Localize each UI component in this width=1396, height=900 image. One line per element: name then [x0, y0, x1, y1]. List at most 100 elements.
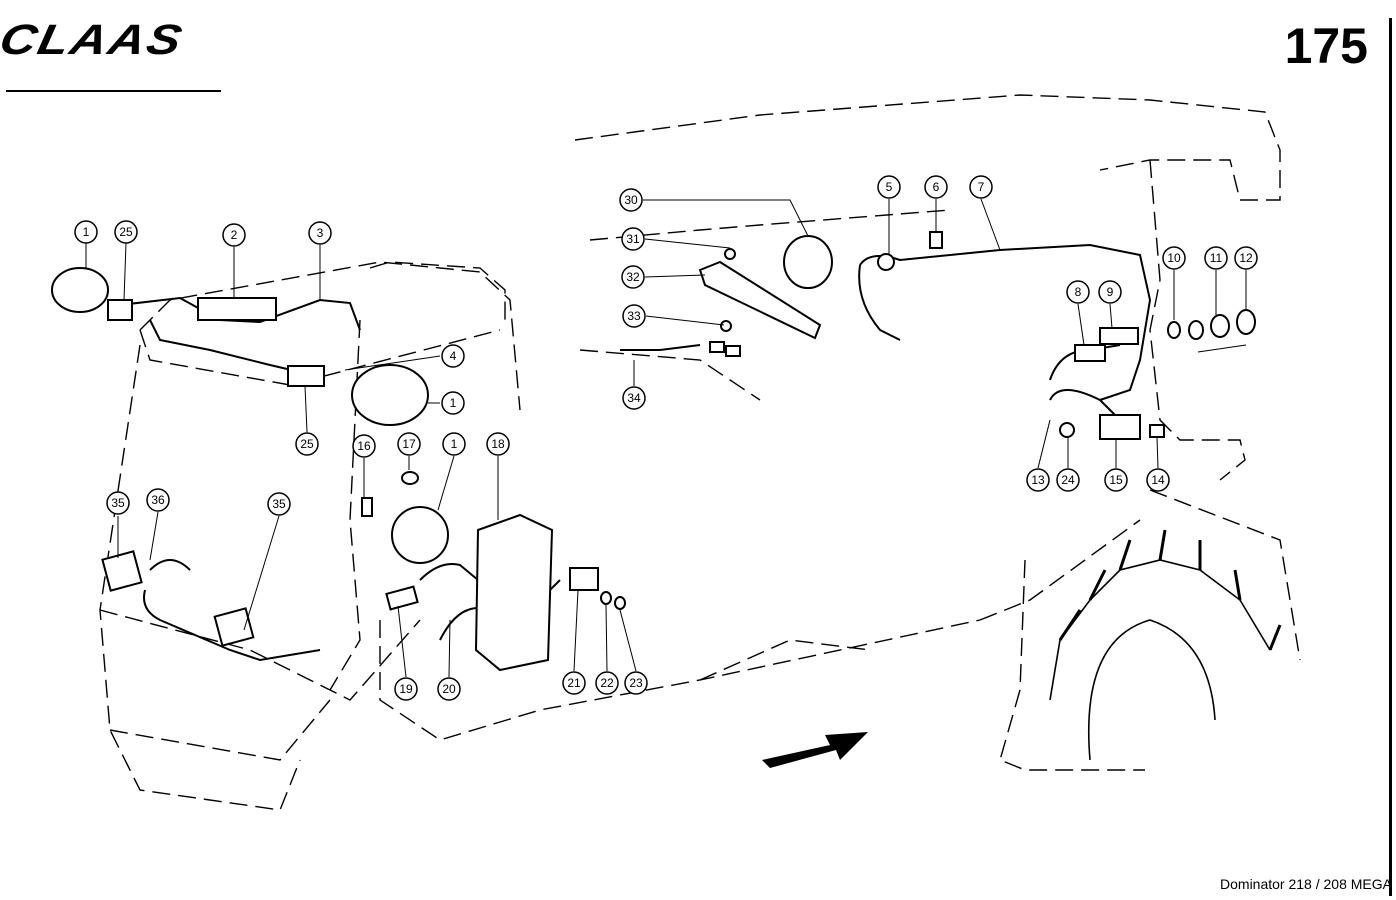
cable-clip-icon — [929, 231, 943, 249]
connector-housing-icon — [1099, 414, 1141, 440]
callout-balloon: 18 — [486, 432, 510, 456]
model-caption: Dominator 218 / 208 MEGA — [1220, 876, 1392, 892]
connector-socket-icon — [725, 345, 741, 357]
switch-icon — [569, 567, 599, 591]
washer-small-icon — [600, 591, 612, 605]
callout-balloon: 35 — [106, 491, 130, 515]
callout-balloon: 33 — [622, 304, 646, 328]
callout-balloon: 3 — [308, 221, 332, 245]
nut-small-icon — [614, 596, 626, 610]
leader-lines — [85, 198, 1247, 678]
svg-text:12: 12 — [1239, 251, 1253, 265]
callout-balloon: 8 — [1066, 280, 1090, 304]
callout-balloon: 24 — [1056, 468, 1080, 492]
machine-outline-dashed — [99, 94, 1301, 811]
svg-text:13: 13 — [1031, 473, 1045, 487]
callout-balloon: 2 — [222, 223, 246, 247]
header-rule — [6, 90, 221, 92]
washer-icon — [1167, 321, 1181, 339]
svg-text:9: 9 — [1107, 285, 1114, 299]
svg-text:7: 7 — [978, 180, 985, 194]
tyre-sketch — [1049, 529, 1282, 761]
callout-balloon: 11 — [1204, 246, 1228, 270]
svg-text:22: 22 — [600, 676, 614, 690]
svg-text:8: 8 — [1075, 285, 1082, 299]
callout-balloon: 5 — [877, 175, 901, 199]
svg-text:6: 6 — [933, 180, 940, 194]
seal-ring-icon — [1188, 320, 1204, 340]
callout-balloon: 13 — [1026, 468, 1050, 492]
right-border-line — [1389, 18, 1392, 896]
callout-balloon: 1 — [442, 432, 466, 456]
callout-balloon: 19 — [394, 677, 418, 701]
svg-text:35: 35 — [111, 496, 125, 510]
direction-arrow-icon — [762, 732, 868, 768]
callout-balloon: 23 — [624, 671, 648, 695]
sensor-bracket-icon — [1099, 327, 1139, 345]
svg-text:17: 17 — [402, 437, 416, 451]
bracket-left-icon — [107, 299, 133, 321]
svg-text:15: 15 — [1109, 473, 1123, 487]
nut-icon — [1059, 422, 1075, 438]
rear-lamp-right-icon — [213, 607, 255, 647]
svg-text:30: 30 — [624, 193, 638, 207]
sensor-icon — [1074, 344, 1106, 362]
svg-text:23: 23 — [629, 676, 643, 690]
svg-text:35: 35 — [272, 497, 286, 511]
svg-text:32: 32 — [626, 270, 640, 284]
callout-balloon: 6 — [924, 175, 948, 199]
callout-balloon: 1 — [74, 220, 98, 244]
horn-icon — [783, 235, 833, 289]
relay-box-icon — [197, 297, 277, 321]
callout-balloon: 14 — [1146, 468, 1170, 492]
callout-balloon: 25 — [114, 220, 138, 244]
bulb-icon — [401, 471, 419, 485]
connector-plug-icon — [709, 341, 725, 353]
callout-balloons: 1 25 2 3 4 1 25 16 17 1 18 35 36 35 19 2… — [74, 175, 1258, 701]
svg-text:20: 20 — [442, 682, 456, 696]
svg-text:1: 1 — [83, 225, 90, 239]
svg-text:19: 19 — [399, 682, 413, 696]
svg-text:3: 3 — [317, 226, 324, 240]
hex-nut-icon — [720, 320, 732, 332]
svg-text:10: 10 — [1167, 251, 1181, 265]
callout-balloon: 32 — [621, 265, 645, 289]
callout-balloon: 21 — [562, 671, 586, 695]
page-number: 175 — [1284, 18, 1368, 74]
work-light-right-icon — [351, 364, 429, 426]
bushing-icon — [1210, 314, 1230, 338]
callout-balloon: 12 — [1234, 246, 1258, 270]
svg-text:2: 2 — [231, 228, 238, 242]
svg-text:14: 14 — [1151, 473, 1165, 487]
callout-balloon: 1 — [441, 391, 465, 415]
callout-balloon: 36 — [146, 488, 170, 512]
svg-text:36: 36 — [151, 493, 165, 507]
callout-balloon: 34 — [622, 386, 646, 410]
bracket-right-icon — [287, 365, 325, 387]
callout-balloon: 22 — [595, 671, 619, 695]
svg-text:25: 25 — [119, 225, 133, 239]
callout-balloon: 4 — [441, 344, 465, 368]
svg-text:31: 31 — [626, 232, 640, 246]
component-shapes — [51, 231, 1256, 672]
horn-bracket-icon — [698, 260, 822, 340]
callout-balloon: 20 — [437, 677, 461, 701]
grommet-icon — [877, 253, 895, 271]
svg-text:5: 5 — [886, 180, 893, 194]
cap-icon — [1236, 309, 1256, 335]
svg-text:25: 25 — [300, 437, 314, 451]
clip-icon — [385, 585, 419, 611]
callout-balloon: 15 — [1104, 468, 1128, 492]
callout-balloon: 9 — [1098, 280, 1122, 304]
svg-text:16: 16 — [357, 439, 371, 453]
callout-balloon: 17 — [397, 432, 421, 456]
callout-balloon: 35 — [267, 492, 291, 516]
work-light-left-icon — [51, 267, 109, 313]
callout-balloon: 25 — [295, 432, 319, 456]
svg-text:21: 21 — [567, 676, 581, 690]
lock-washer-icon — [724, 248, 736, 260]
svg-text:1: 1 — [451, 437, 458, 451]
screw-icon — [1149, 424, 1165, 438]
